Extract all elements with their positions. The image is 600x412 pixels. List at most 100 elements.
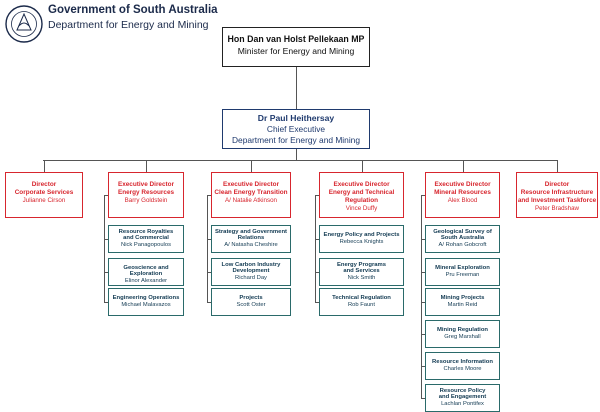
division-head: Barry Goldstein [124,197,168,204]
unit-head: Lachlan Pontifex [441,401,484,407]
unit-name-cont: South Australia [440,235,485,241]
connector-division-drop [463,160,464,172]
unit-head: Elinor Alexander [124,278,168,284]
connector-unit-spine [315,195,316,302]
unit-name: Projects [239,295,263,301]
unit-name: Engineering Operations [112,295,180,301]
minister-role: Minister for Energy and Mining [237,46,355,56]
connector-division-drop [251,160,252,172]
unit-head: Pru Freeman [445,272,480,278]
unit-head: Martin Reid [447,302,478,308]
connector-unit-spine [104,195,105,302]
unit-name: Strategy and Government [214,229,287,235]
connector-unit-branch [421,366,425,367]
connector-unit-branch [315,272,319,273]
connector-horizontal-bus [43,160,558,161]
connector-unit-branch [104,302,108,303]
connector-unit-branch [421,302,425,303]
connector-unit-stub [315,195,319,196]
division-name-cont: Regulation [344,197,379,204]
unit-name: Mineral Exploration [435,265,490,271]
unit-head: Nick Panagopoulos [121,242,171,248]
division-head: Peter Bradshaw [534,205,580,212]
connector-unit-branch [421,272,425,273]
connector-unit-spine [207,195,208,302]
connector-unit-branch [421,398,425,399]
connector-unit-branch [104,272,108,273]
division-title: Executive Director [333,181,390,188]
unit-head: Richard Day [235,275,267,281]
government-title: Government of South Australia [48,4,218,16]
connector-division-drop [44,160,45,172]
connector-division-drop [146,160,147,172]
unit-name: Energy Policy and Projects [323,232,400,238]
unit-name-cont: and Services [343,268,380,274]
department-name: Department for Energy and Mining [48,19,209,31]
division-title: Director [544,181,570,188]
unit-head: Greg Marshall [444,334,481,340]
unit-name: Resource Information [432,359,493,365]
unit-head: Rob Faunt [347,302,376,308]
unit-name: Resource Royalties [118,229,174,235]
division-name: Mineral Resources [434,189,491,196]
unit-name-cont: and Engagement [438,394,487,400]
unit-head: Michael Malavazos [121,302,171,308]
unit-name: Resource Policy [439,388,486,394]
division-title: Director [31,181,57,188]
division-name: Resource Infrastructure [520,189,594,196]
unit-name-cont: Development [232,268,270,274]
division-title: Executive Director [117,181,175,188]
minister-box: Hon Dan van Holst Pellekaan MP Minister … [222,27,370,67]
unit-head: Rebecca Knights [339,239,384,245]
unit-head: Nick Smith [347,275,376,281]
ceo-box: Dr Paul Heithersay Chief Executive Depar… [222,109,370,149]
unit-name-cont: Relations [237,235,265,241]
unit-head: A/ Rohan Gobcroft [438,242,487,248]
connector-unit-stub [104,195,108,196]
division-head: Julianne Cirson [22,197,66,204]
unit-name: Mining Regulation [436,327,489,333]
connector-unit-branch [421,239,425,240]
ceo-name: Dr Paul Heithersay [257,113,335,123]
unit-name-cont: and Commercial [123,235,169,241]
unit-name: Geological Survey of [433,229,492,235]
connector-unit-branch [207,302,211,303]
ceo-department: Department for Energy and Mining [231,135,361,145]
connector-unit-branch [421,334,425,335]
division-head: Vince Duffy [345,205,378,212]
division-title: Executive Director [222,181,280,188]
division-name: Corporate Services [14,189,74,196]
division-name: Energy Resources [117,189,175,196]
division-name: Clean Energy Transition [214,189,288,196]
connector-ceo-down [296,149,297,160]
ceo-role: Chief Executive [266,124,326,134]
division-head: A/ Natalie Atkinson [225,197,277,204]
minister-name: Hon Dan van Holst Pellekaan MP [227,34,365,44]
division-title: Executive Director [434,181,491,188]
unit-name: Geoscience and Exploration [123,265,169,277]
connector-unit-stub [207,195,211,196]
unit-head: Scott Oster [236,302,266,308]
division-name: Energy and Technical [328,189,395,196]
unit-name: Technical Regulation [332,295,391,301]
connector-unit-branch [207,239,211,240]
connector-unit-branch [104,239,108,240]
